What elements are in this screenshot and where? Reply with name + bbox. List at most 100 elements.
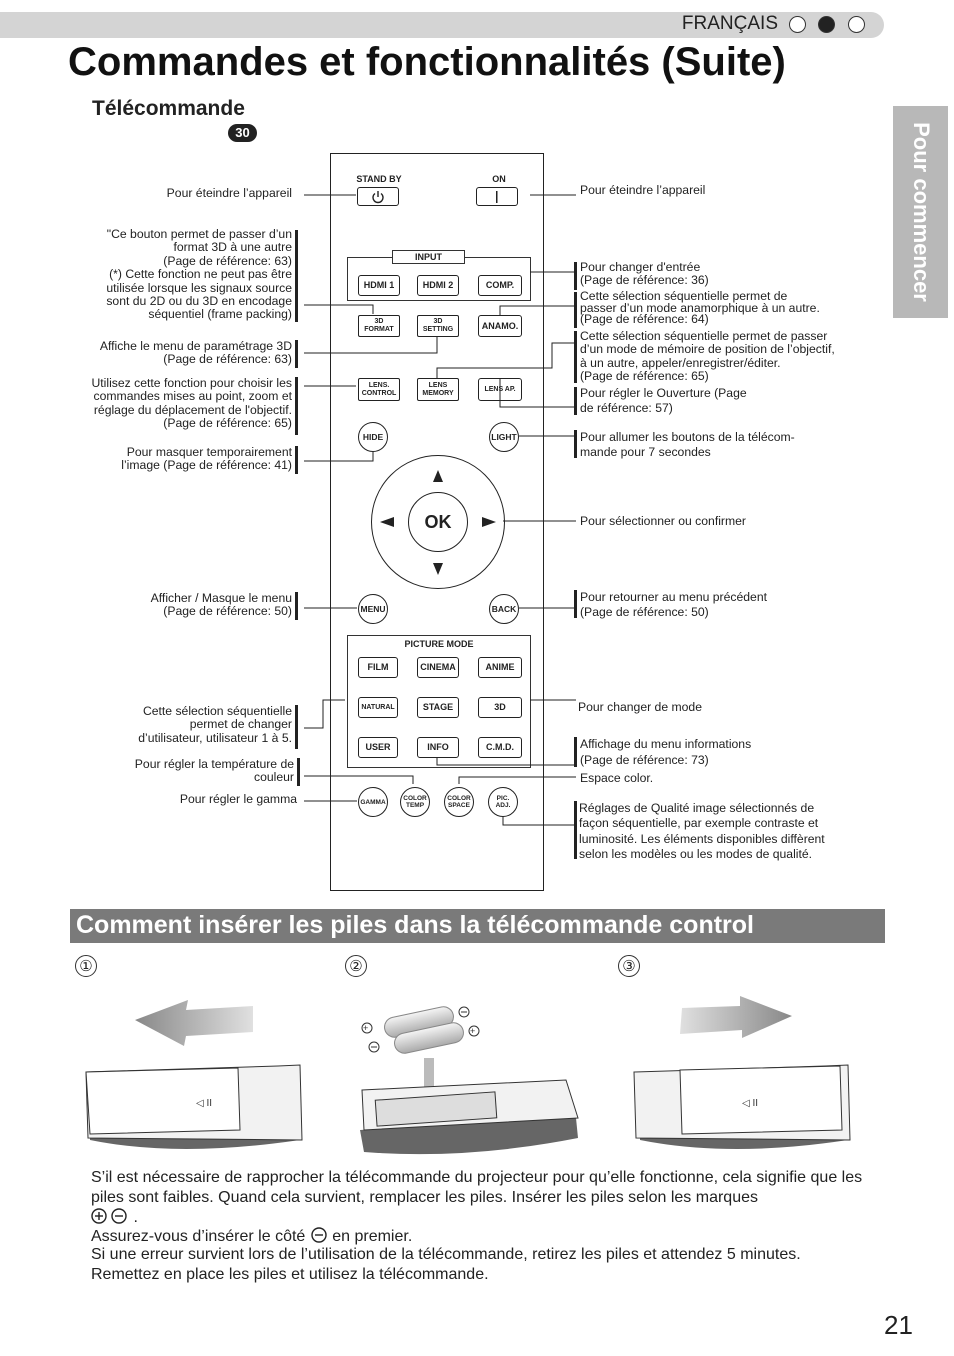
anime-button[interactable]: ANIME xyxy=(478,657,522,678)
battery-paragraph-4: Remettez en place les piles et utilisez … xyxy=(91,1266,489,1283)
user-button[interactable]: USER xyxy=(358,737,398,758)
ok-button[interactable]: OK xyxy=(408,492,468,552)
note-line: d’utilisateur, utilisateur 1 à 5. xyxy=(138,730,292,745)
reference-badge: 30 xyxy=(228,124,257,142)
note-input: Pour changer d'entrée (Page de référence… xyxy=(580,260,709,288)
step-2-illustration: + + xyxy=(360,1006,579,1155)
note-bar xyxy=(295,446,298,474)
step-2-label: ② xyxy=(345,955,367,977)
note-format3d: "Ce bouton permet de passer d’un format … xyxy=(62,227,292,322)
menu-button[interactable]: MENU xyxy=(358,594,388,624)
picture-mode-group xyxy=(347,635,531,768)
note-color-temp: Pour régler la température de couleur xyxy=(134,757,294,785)
on-button[interactable] xyxy=(476,187,518,206)
note-bar xyxy=(574,262,577,290)
arrow-up-icon xyxy=(433,470,443,482)
remote-control: STAND BY ON INPUT HDMI 1 HDMI 2 COMP. 3D… xyxy=(330,153,544,891)
natural-button[interactable]: NATURAL xyxy=(358,697,398,718)
paragraph-2-b: en premier. xyxy=(332,1228,413,1245)
note-line: à un autre, appeler/enregistrer/éditer. xyxy=(580,355,781,370)
dpad-arrows xyxy=(380,470,496,575)
step-1-illustration: ◁ II xyxy=(85,1000,303,1149)
note-line: l’image (Page de référence: 41) xyxy=(121,458,292,473)
stage-button[interactable]: STAGE xyxy=(417,697,459,718)
note-standby: Pour éteindre l’appareil xyxy=(166,186,292,200)
note-line: Cette sélection séquentielle permet de xyxy=(580,289,788,303)
note-line: Utilisez cette fonction pour choisir les xyxy=(91,376,292,390)
step-3-illustration: ◁ II xyxy=(633,996,851,1149)
paragraph-1-text: S’il est nécessaire de rapprocher la tél… xyxy=(91,1169,863,1206)
note-line: Pour changer d'entrée xyxy=(580,260,701,274)
note-line: selon les modèles ou les modes de qualit… xyxy=(579,846,813,861)
note-bar xyxy=(574,737,577,767)
svg-text:◁ II: ◁ II xyxy=(196,1098,212,1109)
pic-adj-label-2: ADJ. xyxy=(495,802,511,809)
standby-button[interactable] xyxy=(357,187,399,206)
note-bar xyxy=(295,377,298,435)
note-line: permet de changer xyxy=(189,717,292,732)
cinema-button[interactable]: CINEMA xyxy=(417,657,459,678)
paragraph-2-a: Assurez-vous d’insérer le côté xyxy=(91,1228,306,1245)
dpad-ring[interactable] xyxy=(371,455,505,589)
note-line: (Page de référence: 65) xyxy=(163,416,292,431)
hide-button[interactable]: HIDE xyxy=(358,422,388,452)
note-line: commandes mises au point, zoom et xyxy=(93,389,292,404)
note-menu: Afficher / Masque le menu (Page de référ… xyxy=(151,591,292,619)
note-line: (Page de référence: 36) xyxy=(580,273,709,288)
header-bar xyxy=(0,12,884,38)
slide-right-arrow-icon xyxy=(680,996,792,1038)
note-bar xyxy=(574,590,577,618)
note-line: couleur xyxy=(254,770,294,785)
page-title: Commandes et fonctionnalités (Suite) xyxy=(68,40,786,84)
note-picture-mode: Pour changer de mode xyxy=(578,700,702,714)
film-button[interactable]: FILM xyxy=(358,657,398,678)
note-line: Cette sélection séquentielle xyxy=(142,704,292,718)
color-temp-label-2: TEMP xyxy=(405,802,425,809)
language-dot-icon xyxy=(789,16,806,33)
battery-paragraph-3: Si une erreur survient lors de l’utilisa… xyxy=(91,1246,801,1263)
plus-minus-icon xyxy=(91,1208,127,1224)
comp-button[interactable]: COMP. xyxy=(478,275,522,296)
format3d-label-1: 3D xyxy=(374,318,384,325)
setting3d-label-2: SETTING xyxy=(422,326,454,333)
power-icon xyxy=(372,190,384,203)
hdmi2-button[interactable]: HDMI 2 xyxy=(417,275,459,296)
cmd-button[interactable]: C.M.D. xyxy=(478,737,522,758)
note-pic-adj: Réglages de Qualité image sélectionnés d… xyxy=(579,801,825,862)
note-bar xyxy=(295,230,298,322)
gamma-button[interactable]: GAMMA xyxy=(358,787,388,817)
note-ok: Pour sélectionner ou confirmer xyxy=(580,514,746,528)
note-bar xyxy=(295,705,298,749)
picture-mode-label: PICTURE MODE xyxy=(404,639,474,649)
lens-control-label-1: LENS. xyxy=(368,381,390,389)
note-line: passer d’un mode anamorphique à un autre… xyxy=(580,300,820,315)
note-hide: Pour masquer temporairement l’image (Pag… xyxy=(121,445,292,473)
note-bar xyxy=(574,292,577,328)
3d-button[interactable]: 3D xyxy=(478,697,522,718)
back-button[interactable]: BACK xyxy=(489,594,519,624)
light-button[interactable]: LIGHT xyxy=(489,422,519,452)
lens-control-button[interactable]: LENS.CONTROL xyxy=(358,378,400,401)
note-line: "Ce bouton permet de passer d’un xyxy=(106,227,292,241)
color-temp-label-1: COLOR xyxy=(403,795,427,802)
on-label: ON xyxy=(492,174,506,184)
info-button[interactable]: INFO xyxy=(417,737,459,758)
note-bar xyxy=(574,387,577,415)
note-line: d’un mode de mémoire de position de l’ob… xyxy=(580,342,835,357)
battery-icon xyxy=(394,1022,464,1054)
arrow-left-icon xyxy=(380,517,394,527)
hdmi1-button[interactable]: HDMI 1 xyxy=(358,275,400,296)
note-line: (Page de référence: 63) xyxy=(163,253,292,268)
note-line: Pour régler la température de xyxy=(134,757,294,771)
note-line: (Page de référence: 63) xyxy=(163,352,292,367)
pic-adj-button[interactable]: PIC.ADJ. xyxy=(488,787,518,817)
note-line: séquentiel (frame packing) xyxy=(148,307,292,322)
language-dot-active-icon xyxy=(818,16,835,33)
note-bar xyxy=(574,430,577,458)
on-bar-icon xyxy=(496,190,498,203)
